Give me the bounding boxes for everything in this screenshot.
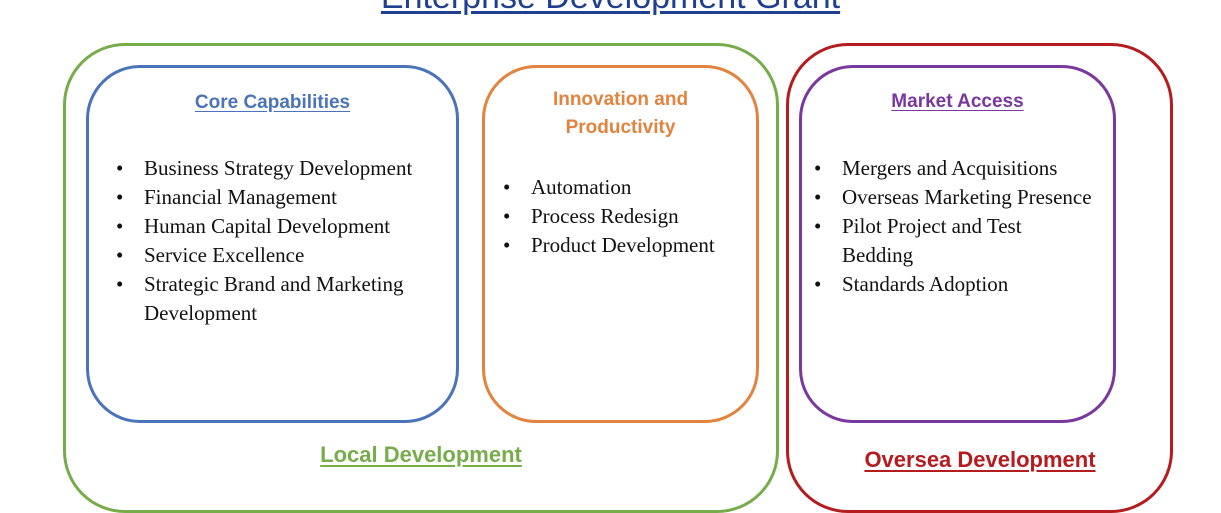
- list-item: Standards Adoption: [812, 270, 1097, 299]
- list-item: Overseas Marketing Presence: [812, 183, 1097, 212]
- innovation-productivity-list: Automation Process Redesign Product Deve…: [501, 173, 751, 260]
- list-item: Strategic Brand and Marketing Developmen…: [114, 270, 444, 328]
- list-item: Process Redesign: [501, 202, 751, 231]
- market-access-box: [799, 65, 1116, 423]
- innovation-productivity-heading: Innovation and Productivity: [482, 86, 759, 142]
- core-capabilities-list: Business Strategy Development Financial …: [114, 154, 444, 328]
- diagram-title: Enterprise Development Grant: [0, 0, 1221, 17]
- list-item: Pilot Project and Test Bedding: [812, 212, 1097, 270]
- market-access-list: Mergers and Acquisitions Overseas Market…: [812, 154, 1097, 299]
- innovation-heading-text: Innovation and Productivity: [552, 89, 689, 138]
- list-item: Business Strategy Development: [114, 154, 444, 183]
- list-item: Service Excellence: [114, 241, 444, 270]
- list-item: Mergers and Acquisitions: [812, 154, 1097, 183]
- list-item: Human Capital Development: [114, 212, 444, 241]
- list-item: Automation: [501, 173, 751, 202]
- core-capabilities-box: [86, 65, 459, 423]
- market-access-heading: Market Access: [891, 91, 1024, 112]
- core-capabilities-heading: Core Capabilities: [194, 92, 351, 113]
- oversea-development-label: Oversea Development: [864, 447, 1096, 472]
- list-item: Product Development: [501, 231, 751, 260]
- innovation-productivity-box: [482, 65, 759, 423]
- local-development-label: Local Development: [320, 442, 522, 467]
- list-item: Financial Management: [114, 183, 444, 212]
